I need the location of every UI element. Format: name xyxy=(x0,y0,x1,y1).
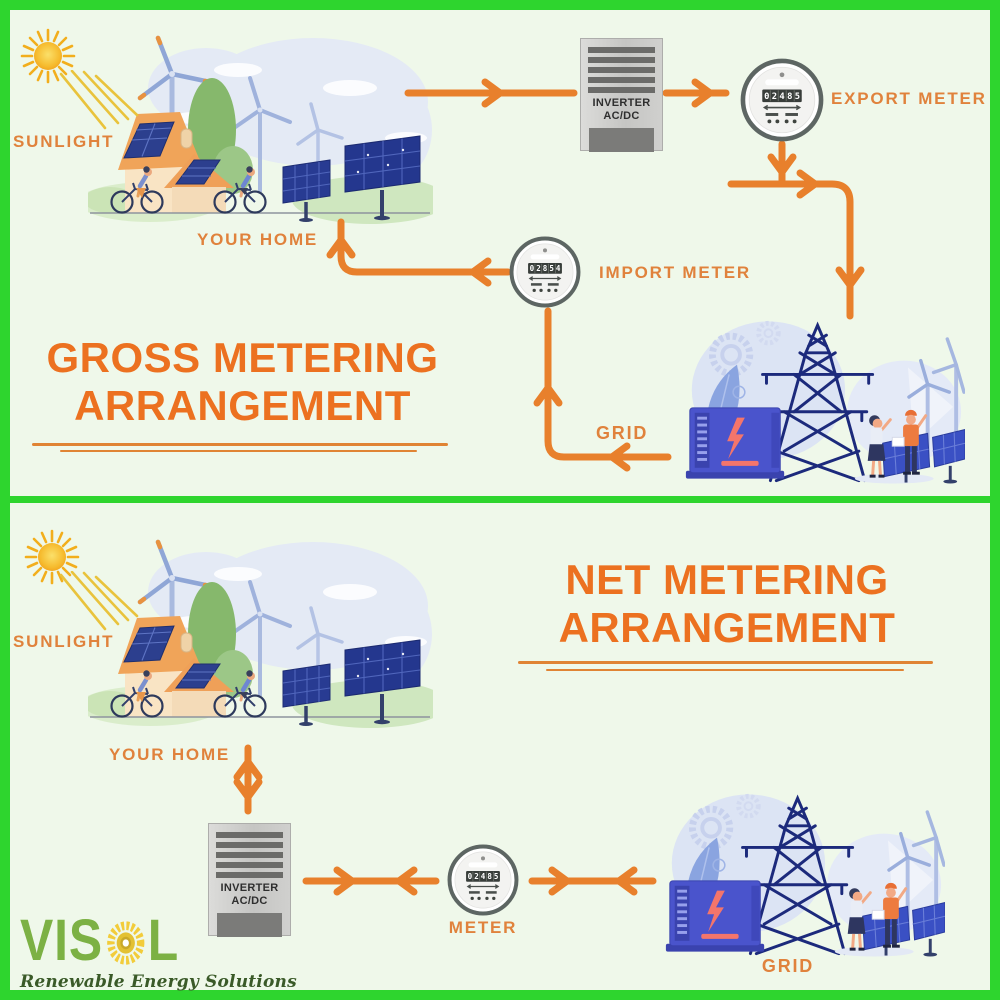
inverter-vent xyxy=(216,852,283,858)
sunlight-label: SUNLIGHT xyxy=(13,632,115,651)
inverter-label: INVERTER AC/DC xyxy=(220,882,279,907)
your-home-label: YOUR HOME xyxy=(197,230,319,249)
inverter-label: INVERTER AC/DC xyxy=(592,97,651,122)
gross-title: GROSS METERING ARRANGEMENT xyxy=(46,334,439,429)
grid-illustration xyxy=(680,312,965,487)
net-meter-reading: 02485 xyxy=(468,872,501,881)
inverter-vent xyxy=(216,862,283,868)
sunlight-label: SUNLIGHT xyxy=(13,132,115,151)
brand-name-prefix: VIS xyxy=(20,908,103,973)
grid-illustration xyxy=(660,785,945,960)
inverter-vent xyxy=(216,872,283,878)
export-meter-label: EXPORT METER xyxy=(831,89,987,108)
gross-metering-section: SUNLIGHT YOUR HOME EXPORT METER IMPORT M… xyxy=(10,10,990,496)
export-meter-reading: 02485 xyxy=(764,92,802,102)
net-title: NET METERING ARRANGEMENT xyxy=(558,556,896,651)
sun-swirl-icon xyxy=(104,918,147,968)
inverter-unit: INVERTER AC/DC xyxy=(580,38,663,152)
inverter-vent xyxy=(216,832,283,838)
brand-tagline: Renewable Energy Solutions xyxy=(20,972,297,992)
grid-label: GRID xyxy=(596,423,649,443)
import-meter: 02854 xyxy=(509,236,581,308)
sun-rays-icon xyxy=(57,70,142,138)
import-meter-reading: 02854 xyxy=(530,264,563,273)
inverter-vent xyxy=(588,57,655,63)
inverter-vent xyxy=(588,77,655,83)
inverter-vent xyxy=(588,47,655,53)
title-underline xyxy=(518,661,933,664)
export-meter: 02485 xyxy=(740,58,824,142)
inverter-base xyxy=(589,128,654,152)
inverter-unit: INVERTER AC/DC xyxy=(208,823,291,937)
brand-name-suffix: L xyxy=(147,908,180,973)
import-meter-label: IMPORT METER xyxy=(599,263,751,282)
inverter-vent xyxy=(588,67,655,73)
title-underline xyxy=(60,450,417,452)
grid-label: GRID xyxy=(761,956,815,976)
title-underline xyxy=(546,669,904,671)
inverter-base xyxy=(217,913,282,937)
inverter-vent xyxy=(216,842,283,848)
net-metering-section: SUNLIGHT YOUR HOME METER GRID INVERTER A… xyxy=(10,503,990,993)
meter-label: METER xyxy=(448,918,518,937)
title-underline xyxy=(32,443,448,446)
inverter-vent xyxy=(588,87,655,93)
sun-rays-icon xyxy=(57,571,142,639)
your-home-label: YOUR HOME xyxy=(109,745,231,764)
net-meter: 02485 xyxy=(447,844,519,916)
brand-logo: VIS L Renewable Energy Solutions xyxy=(20,908,297,993)
